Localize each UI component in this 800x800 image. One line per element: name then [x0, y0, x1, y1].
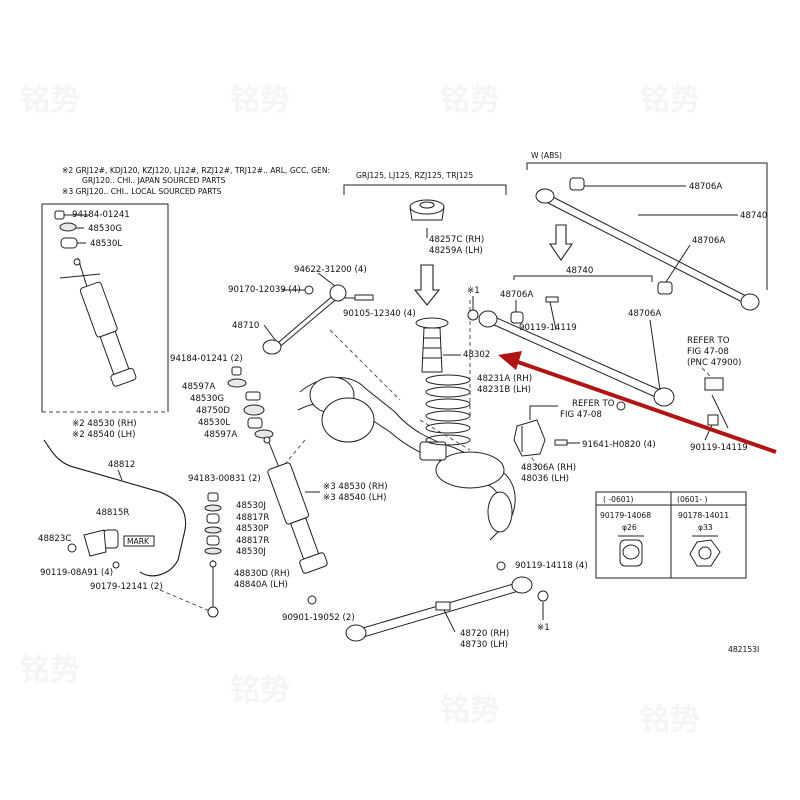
label-91641: 91641-H0820 (4): [582, 440, 656, 450]
label-48306A: 48306A (RH): [521, 463, 576, 473]
shock-mount-stack: 94184-01241 (2) 48597A 48530G 48750D 485…: [170, 354, 274, 440]
lower-arm-48720: 90119-14118 (4) 48720 (RH) 48730 (LH) ※1: [345, 561, 588, 650]
label-94622: 94622-31200 (4): [294, 265, 367, 275]
label-48706A-mid: 48706A: [500, 290, 533, 300]
bracket-48306A: 91641-H0820 (4) 48306A (RH) 48036 (LH): [513, 419, 656, 484]
label-48597A-2: 48597A: [204, 430, 237, 440]
label-48530G-mid: 48530G: [190, 394, 224, 404]
note-3: ※3 GRJ120.. CHI.. LOCAL SOURCED PARTS: [62, 187, 222, 196]
label-94183: 94183-00831 (2): [188, 474, 261, 484]
refer-right-1: REFER TO: [687, 336, 730, 346]
watermark: 铭势 铭势 铭势 铭势 铭势 铭势 铭势 铭势: [20, 83, 700, 738]
label-90119-14118: 90119-14118 (4): [515, 561, 588, 571]
label-48706A-r: 48706A: [628, 309, 661, 319]
refer-right: REFER TO FIG 47-08 (PNC 47900) 90119-141…: [687, 336, 748, 453]
label-48815R: 48815R: [96, 508, 129, 518]
label-star1-b: ※1: [537, 623, 550, 633]
nut-icon: [618, 535, 644, 567]
label-48530L: 48530L: [90, 239, 122, 249]
upper-arm-48710: 94622-31200 (4) 90170-12039 (4) 90105-12…: [228, 265, 416, 355]
figure-id: 482153I: [728, 645, 759, 654]
label-48830D: 48830D (RH): [234, 569, 290, 579]
coil-spring-group: 48257C (RH) 48259A (LH) 48302 48231A (RH…: [409, 199, 532, 446]
label-90170: 90170-12039 (4): [228, 285, 301, 295]
svg-text:铭势: 铭势: [640, 83, 700, 118]
label-48817R-2: 48817R: [236, 536, 269, 546]
label-90179-12141: 90179-12141 (2): [90, 582, 163, 592]
svg-text:铭势: 铭势: [20, 653, 80, 688]
label-48597A-1: 48597A: [182, 382, 215, 392]
inset-col1-range: ( -0601): [603, 495, 633, 504]
label-48530J-1: 48530J: [236, 501, 266, 511]
left-shock-group: 94184-01241 48530G 48530L ※2 48530 (RH) …: [41, 203, 169, 440]
label-94184-01241: 94184-01241: [72, 210, 130, 220]
lateral-rod-top: 48706A 48740 48706A: [535, 177, 767, 311]
label-48530-3: ※3 48530 (RH): [323, 482, 388, 492]
label-48231B: 48231B (LH): [477, 385, 531, 395]
label-48257C: 48257C (RH): [429, 235, 484, 245]
label-90119-a: 90119-14119: [519, 323, 577, 333]
label-48730: 48730 (LH): [460, 640, 508, 650]
label-48540lh: ※2 48540 (LH): [72, 430, 135, 440]
label-48720: 48720 (RH): [460, 629, 509, 639]
inset-col2-size: φ33: [698, 523, 713, 532]
shock-48530-center: ※3 48530 (RH) ※3 48540 (LH) 90901-19052 …: [263, 436, 388, 623]
label-48706A-top2: 48706A: [692, 236, 725, 246]
red-arrow: [498, 351, 777, 454]
label-star1-a: ※1: [467, 286, 480, 296]
inset-col1-size: φ26: [622, 523, 637, 532]
svg-text:铭势: 铭势: [640, 703, 700, 738]
refer-right-3: (PNC 47900): [687, 358, 741, 368]
label-48740-top: 48740: [740, 211, 767, 221]
spring-coils: [425, 374, 471, 446]
label-48231A: 48231A (RH): [477, 374, 532, 384]
svg-text:铭势: 铭势: [20, 83, 80, 118]
inset-col2-range: (0601- ): [677, 495, 707, 504]
link-parts-stack: 94183-00831 (2) 48530J 48817R 48530P 488…: [188, 474, 290, 618]
label-48740-mid: 48740: [566, 266, 593, 276]
label-48530J-2: 48530J: [236, 547, 266, 557]
label-48706A-top: 48706A: [689, 182, 722, 192]
label-48823C: 48823C: [38, 534, 71, 544]
note-2: ※2 GRJ12#, KDJ120, KZJ120, LJ12#, RZJ12#…: [62, 166, 330, 175]
label-90119-08A91: 90119-08A91 (4): [40, 568, 113, 578]
label-48750D: 48750D: [196, 406, 230, 416]
label-48530rh: ※2 48530 (RH): [72, 419, 137, 429]
label-48540-3: ※3 48540 (LH): [323, 493, 386, 503]
label-48036: 48036 (LH): [521, 474, 569, 484]
nut-inset-table: ( -0601) (0601- ) 90179-14068 90178-1401…: [595, 491, 747, 579]
hex-nut-icon: [689, 535, 721, 567]
label-48259A: 48259A (LH): [429, 246, 483, 256]
label-48302: 48302: [463, 350, 490, 360]
label-48710: 48710: [232, 321, 259, 331]
label-48530L-mid: 48530L: [198, 418, 230, 428]
stabilizer-bar: 48812 48815R MARK 48823C 90119-08A91 (4)…: [38, 439, 213, 613]
svg-text:铭势: 铭势: [230, 83, 290, 118]
label-48817R-1: 48817R: [236, 513, 269, 523]
refer-mid-2: FIG 47-08: [560, 410, 602, 420]
svg-text:铭势: 铭势: [230, 673, 290, 708]
label-90901: 90901-19052 (2): [282, 613, 355, 623]
refer-mid-1: REFER TO: [572, 399, 615, 409]
label-48530P: 48530P: [236, 524, 269, 534]
axle-housing: [279, 300, 541, 541]
label-48840A: 48840A (LH): [234, 580, 288, 590]
header-abs: W (ABS): [531, 151, 562, 160]
label-94184-mid: 94184-01241 (2): [170, 354, 243, 364]
mark-label: MARK: [127, 537, 150, 546]
label-90119-b: 90119-14119: [690, 443, 748, 453]
svg-text:铭势: 铭势: [440, 693, 500, 728]
header-models: GRJ125, LJ125, RZJ125, TRJ125: [356, 171, 473, 180]
label-90105: 90105-12340 (4): [343, 309, 416, 319]
refer-mid: REFER TO FIG 47-08: [529, 399, 626, 420]
inset-col2-part: 90178-14011: [678, 511, 729, 520]
label-48812: 48812: [108, 460, 135, 470]
note-2b: GRJ120.. CHI.. JAPAN SOURCED PARTS: [82, 176, 226, 185]
lateral-rod-mid: ※1 48706A 90119-14119 48740 48706A: [467, 224, 675, 407]
inset-col1-part: 90179-14068: [600, 511, 651, 520]
svg-text:铭势: 铭势: [440, 83, 500, 118]
refer-right-2: FIG 47-08: [687, 347, 729, 357]
label-48530G: 48530G: [88, 224, 122, 234]
